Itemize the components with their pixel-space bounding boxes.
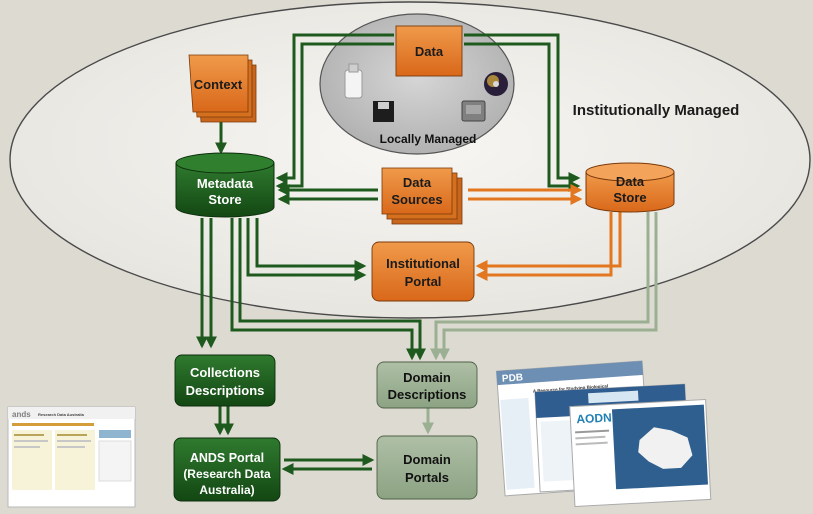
data-store-label-line1: Data (616, 174, 645, 189)
collections-descriptions-label-line1: Collections (190, 365, 260, 380)
data-label: Data (415, 44, 444, 59)
context-node: Context (188, 54, 257, 123)
connectors-orange (468, 184, 622, 281)
arrow-metadata-to-instportal-a (246, 218, 367, 281)
ands-portal-label-line2: (Research Data (183, 467, 271, 481)
arrow-data-to-metadata-b (275, 42, 394, 192)
domain-portals-label-line1: Domain (403, 452, 451, 467)
arrow-metadata-to-domaindesc-a (230, 218, 418, 361)
arrow-datastore-to-domaindesc-b (438, 212, 658, 361)
rda-thumb-title: Research Data Australia (38, 412, 85, 417)
aodn-screenshot: AODN (569, 398, 712, 508)
arrow-datastore-to-instportal-a (475, 212, 622, 272)
cd-disc-icon (484, 72, 508, 96)
data-store-label-line2: Store (613, 190, 646, 205)
domain-portals-node: Domain Portals (376, 435, 478, 500)
institutional-portal-node: Institutional Portal (371, 241, 475, 302)
arrow-data-to-datastore-a (464, 33, 581, 184)
institutional-portal-label-line2: Portal (405, 274, 442, 289)
pdb-logo: PDB (502, 372, 524, 384)
institutional-region-label: Institutionally Managed (573, 102, 740, 119)
data-sources-label-line1: Data (403, 175, 432, 190)
ands-portal-label-line1: ANDS Portal (190, 451, 264, 465)
ands-portal-label-line3: Australia) (199, 483, 254, 497)
local-region-label: Locally Managed (380, 132, 477, 146)
connectors-light (422, 212, 658, 435)
aodn-logo: AODN (576, 410, 612, 426)
metadata-store-label-line2: Store (208, 192, 241, 207)
ands-portal-node: ANDS Portal (Research Data Australia) (173, 437, 281, 502)
domain-descriptions-label-line1: Domain (403, 370, 451, 385)
data-sources-label-line2: Sources (391, 192, 442, 207)
hard-drive-icon (461, 100, 486, 122)
domain-portals-label-line2: Portals (405, 470, 449, 485)
collections-descriptions-label-line2: Descriptions (186, 383, 265, 398)
context-label: Context (194, 77, 243, 92)
institutional-portal-label-line1: Institutional (386, 256, 460, 271)
collections-descriptions-node: Collections Descriptions (174, 354, 276, 407)
usb-drive-icon (344, 63, 363, 99)
data-store-node: Data Store (585, 162, 675, 213)
arrow-datastore-to-instportal-b (475, 212, 613, 281)
arrow-data-to-metadata-a (275, 33, 394, 184)
metadata-store-node: Metadata Store (175, 152, 275, 218)
ands-logo: ands (12, 410, 31, 419)
floppy-disk-icon (373, 101, 394, 122)
arrow-data-to-datastore-b (464, 42, 581, 192)
metadata-store-label-line1: Metadata (197, 176, 254, 191)
connectors-dark (196, 33, 581, 475)
rda-screenshot-thumbnail: ands Research Data Australia (7, 406, 136, 508)
arrow-datastore-to-domaindesc-a (430, 212, 650, 361)
data-node: Data (395, 25, 463, 77)
pdb-heading: A Resource for Studying Biological (533, 383, 609, 393)
arrow-metadata-to-instportal-b (255, 218, 367, 272)
domain-descriptions-label-line2: Descriptions (388, 387, 467, 402)
data-sources-node: Data Sources (381, 167, 463, 225)
arrow-metadata-to-domaindesc-b (238, 218, 426, 361)
domain-descriptions-node: Domain Descriptions (376, 361, 478, 409)
domain-portal-screenshots: PDB A Resource for Studying Biological A… (495, 360, 712, 508)
